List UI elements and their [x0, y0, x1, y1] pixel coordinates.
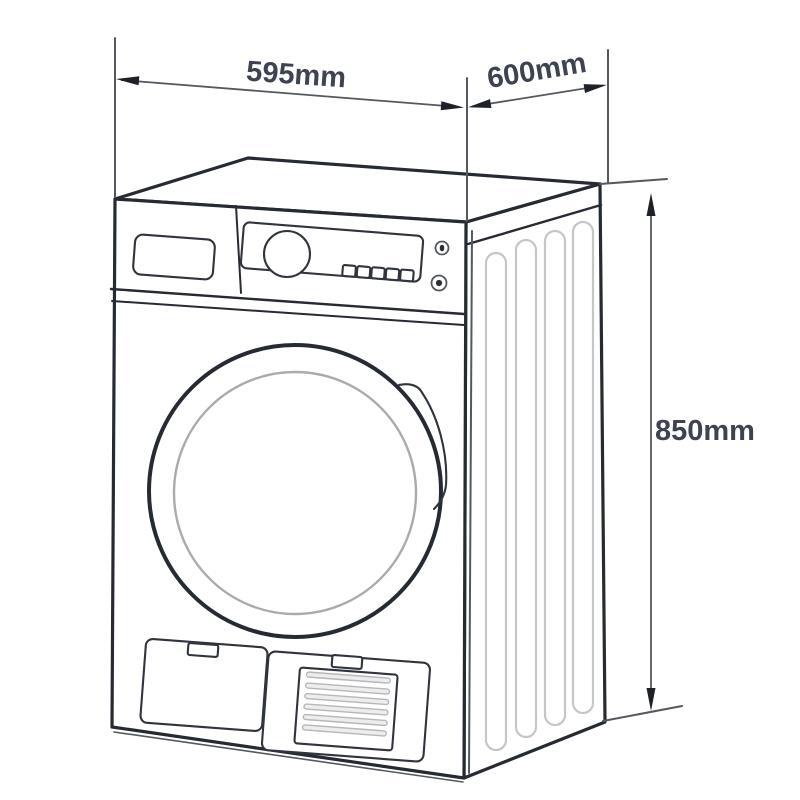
front-corner-edge [468, 230, 473, 774]
arrowhead-top [646, 193, 656, 216]
arrowhead-bottom [646, 688, 656, 711]
extension-line [602, 705, 683, 722]
panel-button [399, 268, 415, 283]
service-panel-handle [330, 653, 364, 671]
panel-bottom-edge [109, 287, 466, 316]
panel-divider [235, 205, 242, 294]
vent-grille-slats [301, 671, 391, 737]
door-outer-ring [147, 343, 443, 639]
grille-slat [302, 713, 388, 727]
side-top-rim [466, 203, 603, 246]
base-line [113, 731, 464, 783]
control-panel [109, 205, 466, 326]
dimension-line [471, 84, 604, 108]
dimension-width: 595mm [114, 37, 464, 198]
option-button [434, 240, 450, 256]
depth-label: 600mm [485, 47, 589, 95]
program-knob [262, 229, 312, 279]
ridge-line [571, 220, 595, 715]
grille-slat [301, 724, 387, 737]
grille-slat [305, 671, 391, 684]
dimension-line [120, 79, 460, 108]
arrowhead-left [116, 76, 140, 86]
option-button-dot [439, 244, 445, 252]
filter-drawer-handle [186, 641, 220, 659]
ridge-line [543, 229, 567, 727]
ridge-line [514, 238, 538, 739]
panel-button [384, 267, 401, 282]
door-inner-ring [172, 370, 418, 616]
side-panel-ridges [484, 220, 595, 752]
grille-slat [304, 692, 390, 706]
panel-button-row [341, 264, 415, 283]
power-button-dot [435, 279, 443, 287]
kick-panel [139, 637, 431, 763]
height-label: 850mm [655, 415, 755, 447]
arrowhead-right [440, 101, 464, 111]
filter-drawer [139, 637, 269, 733]
arrowhead-right [583, 84, 607, 93]
door-handle [397, 383, 448, 511]
grille-slat [303, 703, 389, 716]
grille-slat [304, 682, 391, 695]
panel-button [355, 265, 372, 279]
dimension-height: 850mm [599, 178, 755, 722]
panel-button [370, 266, 386, 281]
machine-drawing [109, 156, 607, 783]
power-button [430, 274, 448, 292]
detergent-drawer [132, 233, 216, 281]
ridge-line [484, 251, 508, 752]
door [147, 343, 448, 639]
extension-line [599, 178, 668, 185]
arrowhead-left [468, 99, 492, 108]
panel-button [341, 264, 357, 278]
width-label: 595mm [245, 56, 347, 95]
body-top-edge [111, 300, 465, 326]
